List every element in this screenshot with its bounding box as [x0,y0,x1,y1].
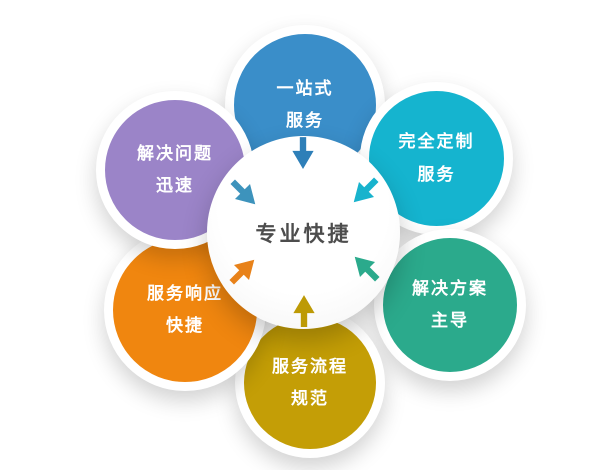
petal-solution-led: 解决方案 主导 [374,229,526,381]
petal-label-line2: 主导 [431,311,469,331]
petal-label-line1: 完全定制 [398,132,475,153]
petal-label-line2: 快捷 [166,316,204,336]
center-circle: 专业快捷 [207,136,400,329]
petal-label-line1: 解决方案 [412,278,488,299]
petal-label-line1: 一站式 [276,78,334,99]
petal-label-line2: 规范 [291,389,329,409]
petal-label-line2: 服务 [417,164,456,185]
petal-label-line2: 服务 [286,111,324,131]
center-label: 专业快捷 [255,221,352,246]
petal-label-line2: 迅速 [156,176,194,196]
petal-label-line1: 服务流程 [272,356,348,377]
petal-label-line1: 解决问题 [137,143,213,164]
petal-label-line1: 服务响应 [147,283,223,304]
